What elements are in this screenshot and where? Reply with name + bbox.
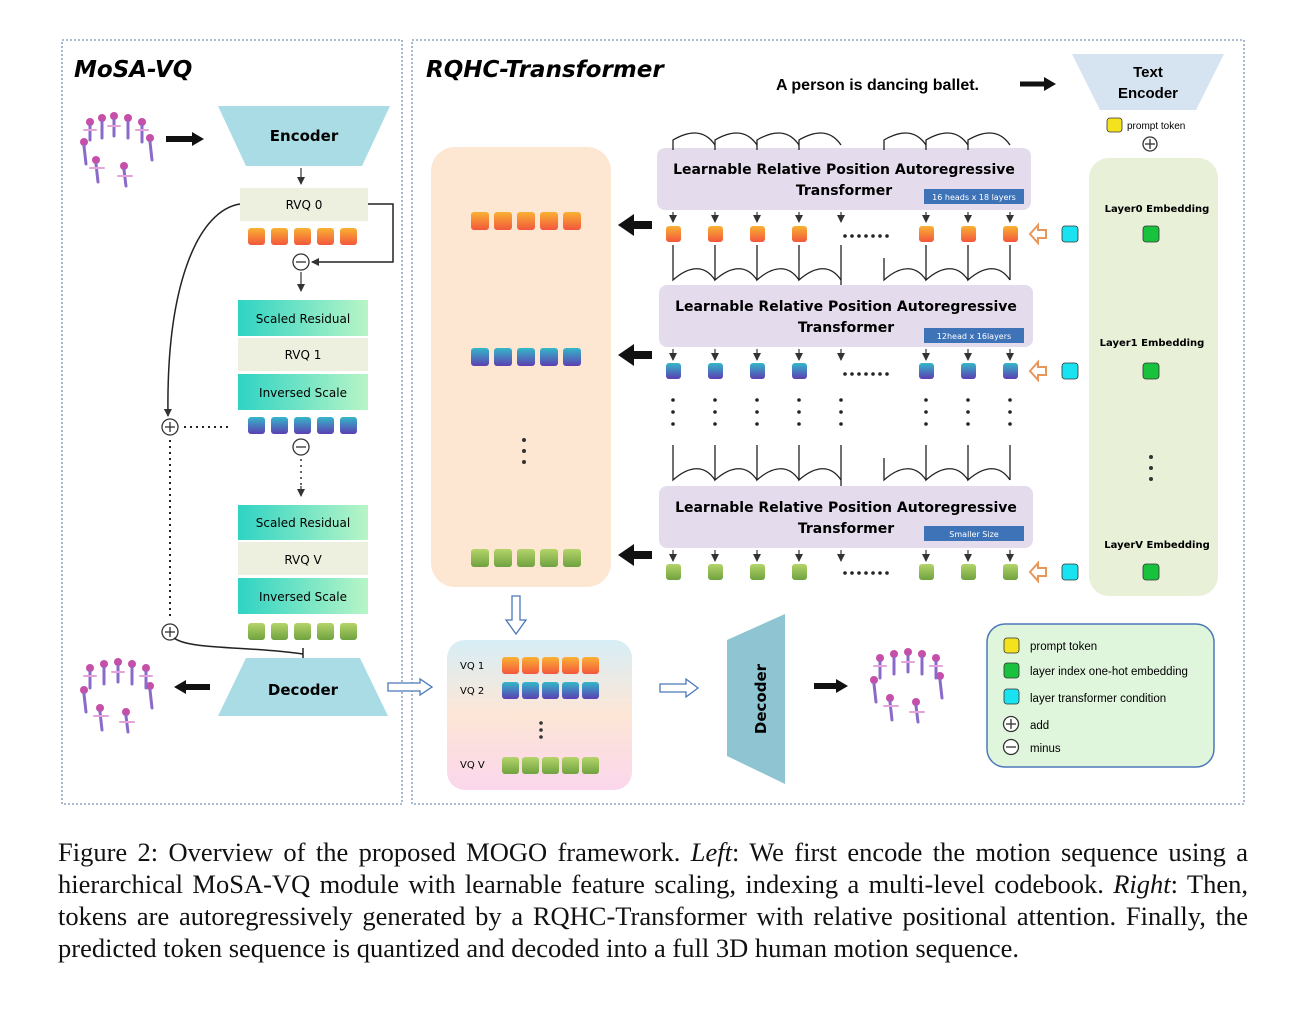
caption-prefix: Figure 2: Overview of the proposed MOGO … [58, 837, 691, 867]
legend-plus-icon [1002, 715, 1020, 733]
inversed-scale-1 [238, 374, 368, 410]
layerv-embedding-label: LayerV Embedding [1104, 540, 1209, 551]
vq-token-box [447, 640, 632, 790]
text-encoder-block [1072, 54, 1224, 110]
vq2-label: VQ 2 [460, 686, 484, 697]
transformer-0: Learnable Relative Position Autoregressi… [657, 148, 1031, 210]
rowv-green-tokens [666, 564, 1018, 580]
column-ellipses [671, 398, 1012, 426]
inversed-scale-v [238, 578, 368, 614]
legend-minus: minus [1030, 743, 1061, 755]
token-arrows [669, 212, 1014, 562]
transformer-1-badge: 12head x 16layers [937, 332, 1011, 341]
rvq0-label: RVQ 0 [286, 198, 323, 212]
encoder-block [218, 106, 390, 166]
text-encoder-line2: Encoder [1118, 85, 1178, 102]
caption-left-label: Left [690, 837, 732, 867]
decoder-right-label: Decoder [752, 663, 770, 734]
rvqv-block [238, 542, 368, 575]
left-green-tokens [248, 623, 357, 640]
transformer-v-line2: Transformer [798, 521, 894, 537]
motion-sequence-input-figure [80, 112, 154, 188]
transformer-0-badge: 16 heads x 18 layers [932, 193, 1016, 202]
legend-minus-icon [1002, 738, 1020, 756]
peach-blue-tokens [471, 348, 581, 366]
transformer-0-line2: Transformer [796, 183, 892, 199]
plus-op-2 [161, 623, 179, 641]
layer1-onehot [1142, 362, 1160, 380]
rvq1-block [238, 338, 368, 371]
peach-orange-tokens [471, 212, 581, 230]
decoder-right-block [727, 614, 785, 784]
legend-add: add [1030, 720, 1049, 732]
transformer-1-line1: Learnable Relative Position Autoregressi… [675, 299, 1017, 315]
row-ellipses [843, 234, 889, 575]
prompt-text: A person is dancing ballet. [776, 77, 979, 94]
row1-blue-tokens [666, 363, 1018, 379]
motion-sequence-output-figure-right [870, 648, 944, 724]
legend-condition-swatch [1003, 688, 1020, 705]
vq2-tokens [502, 682, 599, 699]
left-orange-tokens [248, 228, 357, 245]
scaled-residual-v-label: Scaled Residual [256, 516, 350, 530]
text-encoder-line1: Text [1133, 64, 1163, 81]
transformer-0-line1: Learnable Relative Position Autoregressi… [673, 162, 1015, 178]
autoregressive-arcs-0 [672, 132, 1011, 150]
peach-green-tokens [471, 549, 581, 567]
minus-op-2 [292, 438, 310, 456]
codebook-token-panel [431, 147, 611, 587]
motion-sequence-output-figure-left [80, 658, 154, 734]
figure-caption: Figure 2: Overview of the proposed MOGO … [58, 836, 1248, 964]
rvqv-label: RVQ V [284, 553, 322, 567]
encoder-label: Encoder [270, 127, 339, 145]
prompt-plus-icon [1142, 136, 1158, 152]
minus-op-1 [292, 253, 310, 271]
row0-orange-tokens [666, 226, 1018, 242]
transformer-v-badge: Smaller Size [949, 530, 998, 539]
left-blue-tokens [248, 417, 357, 434]
vqv-tokens [502, 757, 599, 774]
inversed-scale-1-label: Inversed Scale [259, 386, 347, 400]
layer0-embedding-label: Layer0 Embedding [1105, 204, 1210, 215]
layer0-onehot [1142, 225, 1160, 243]
transformer-v-line1: Learnable Relative Position Autoregressi… [675, 500, 1017, 516]
left-panel-title: MoSA-VQ [74, 57, 192, 83]
peach-ellipsis [522, 438, 526, 464]
autoregressive-arcs-v [672, 445, 1011, 486]
scaled-residual-v [238, 505, 368, 540]
transformer-1-line2: Transformer [798, 320, 894, 336]
vq1-tokens [502, 657, 599, 674]
vqv-label: VQ V [460, 760, 485, 771]
mogo-diagram: MoSA-VQ RQHC-Transformer Encoder RVQ 0 [61, 39, 1245, 805]
transformer-1: Learnable Relative Position Autoregressi… [659, 285, 1033, 347]
autoregressive-arcs-1 [672, 245, 1011, 285]
legend-condition: layer transformer condition [1030, 693, 1166, 705]
caption-right-label: Right [1113, 869, 1171, 899]
caption-part1: : We first encode the motion sequence us… [58, 837, 1248, 899]
vq1-label: VQ 1 [460, 661, 484, 672]
scaled-residual-1 [238, 300, 368, 336]
inversed-scale-v-label: Inversed Scale [259, 590, 347, 604]
layer1-embedding-label: Layer1 Embedding [1100, 338, 1205, 349]
decoder-left-block [218, 658, 388, 716]
prompt-token-label: prompt token [1127, 121, 1185, 132]
legend-box [986, 623, 1215, 768]
layerv-onehot [1142, 563, 1160, 581]
prompt-token-square [1106, 117, 1123, 133]
left-panel-border [61, 39, 403, 805]
decoder-left-label: Decoder [268, 681, 339, 699]
plus-op-1 [161, 418, 179, 436]
legend-onehot-swatch [1003, 662, 1020, 679]
transformer-v: Learnable Relative Position Autoregressi… [659, 486, 1033, 548]
legend-onehot: layer index one-hot embedding [1030, 666, 1188, 678]
legend-prompt-token-swatch [1003, 637, 1020, 654]
right-panel-title: RQHC-Transformer [426, 57, 665, 83]
caption-part2: : Then, tokens are autoregressively gene… [58, 869, 1248, 963]
rvq0-block [240, 188, 368, 221]
right-panel-border [411, 39, 1245, 805]
rvq1-label: RVQ 1 [285, 348, 322, 362]
legend-prompt-token: prompt token [1030, 641, 1097, 653]
scaled-residual-1-label: Scaled Residual [256, 312, 350, 326]
